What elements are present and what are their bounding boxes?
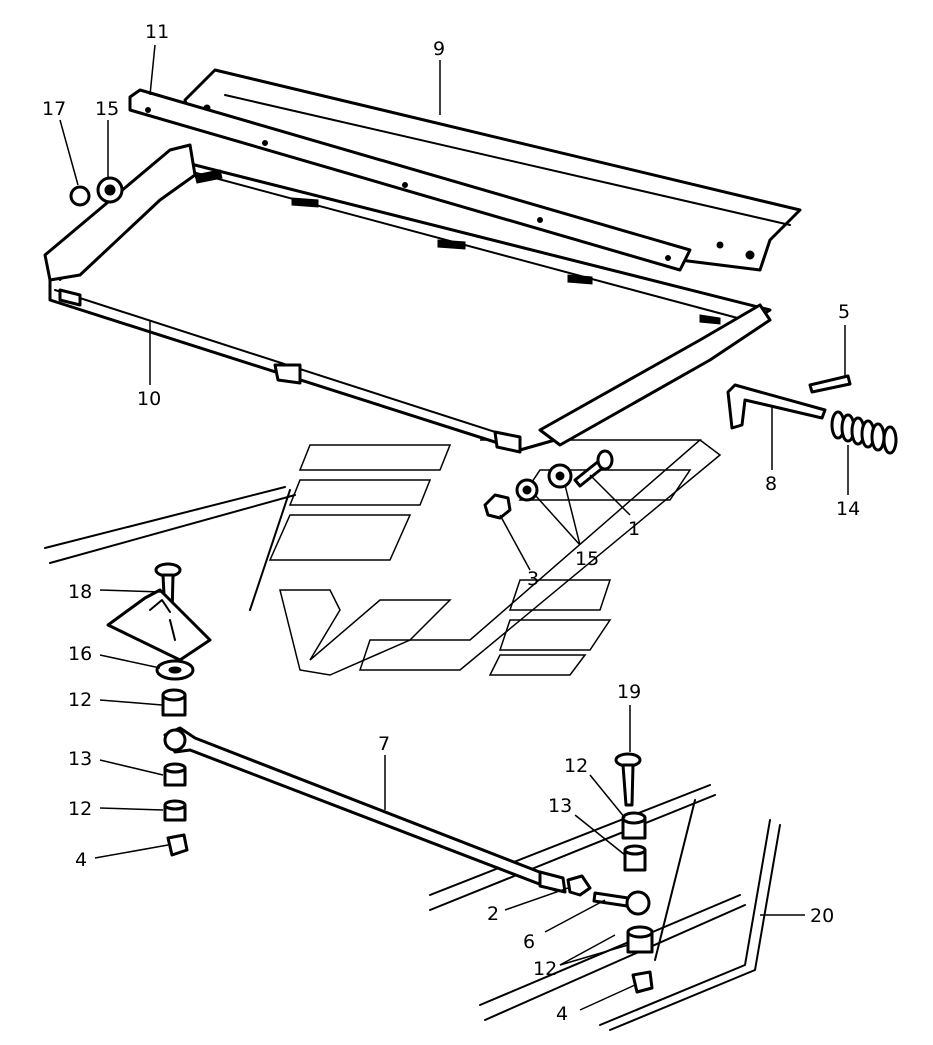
callout-11: 11 (145, 21, 169, 43)
part-19-bolt (614, 752, 642, 807)
callout-17: 17 (42, 98, 66, 120)
part-1-bolt (573, 449, 614, 488)
callout-12-d: 12 (533, 958, 557, 980)
callout-9: 9 (433, 38, 445, 60)
callout-12-c: 12 (564, 755, 588, 777)
callout-13-b: 13 (548, 795, 572, 817)
part-3-nut (483, 493, 512, 520)
part-7-link-rod (163, 726, 567, 894)
callout-15-top: 15 (95, 98, 119, 120)
callout-14: 14 (836, 498, 860, 520)
part-2-nut (566, 874, 592, 897)
part-12-bushing-d (626, 925, 654, 954)
callout-2: 2 (487, 903, 499, 925)
callout-19: 19 (617, 681, 641, 703)
part-6-rod-end (592, 890, 651, 916)
background-logo (268, 439, 722, 676)
callout-18: 18 (68, 581, 92, 603)
callout-1: 1 (628, 518, 640, 540)
part-13-bushing-a (163, 762, 187, 787)
part-10-tray (43, 143, 772, 454)
callout-5: 5 (838, 301, 850, 323)
part-4-nut-b (631, 970, 654, 994)
callout-12-a: 12 (68, 689, 92, 711)
callout-labels: 11 9 17 15 10 5 8 14 1 15 3 18 16 12 13 … (42, 21, 860, 1025)
callout-6: 6 (523, 931, 535, 953)
leader-lines (59, 44, 849, 1011)
part-12-bushing-a (161, 688, 187, 717)
callout-15-mid: 15 (575, 548, 599, 570)
part-4-nut-a (166, 833, 189, 857)
callout-4-b: 4 (556, 1003, 568, 1025)
callout-20: 20 (810, 905, 834, 927)
part-14-coil-spring (830, 410, 898, 455)
part-11-strip (128, 88, 692, 272)
part-16-washer (155, 659, 195, 681)
callout-3: 3 (527, 568, 539, 590)
callout-12-b: 12 (68, 798, 92, 820)
callout-10: 10 (137, 388, 161, 410)
part-13-bushing-b (623, 844, 647, 872)
callout-8: 8 (765, 473, 777, 495)
part-15-washer-b (515, 478, 539, 502)
callout-7: 7 (378, 733, 390, 755)
part-8-lever (726, 383, 827, 430)
callout-16: 16 (68, 643, 92, 665)
part-15-washer-top (96, 176, 124, 204)
callout-4-a: 4 (75, 849, 87, 871)
part-12-bushing-c (621, 811, 647, 840)
bracket-plate (106, 588, 212, 662)
part-12-bushing-b (163, 799, 187, 822)
part-5-spring-pin (808, 374, 852, 394)
part-17-cap (69, 185, 91, 207)
part-15-washer-a (547, 463, 573, 489)
callout-13-a: 13 (68, 748, 92, 770)
